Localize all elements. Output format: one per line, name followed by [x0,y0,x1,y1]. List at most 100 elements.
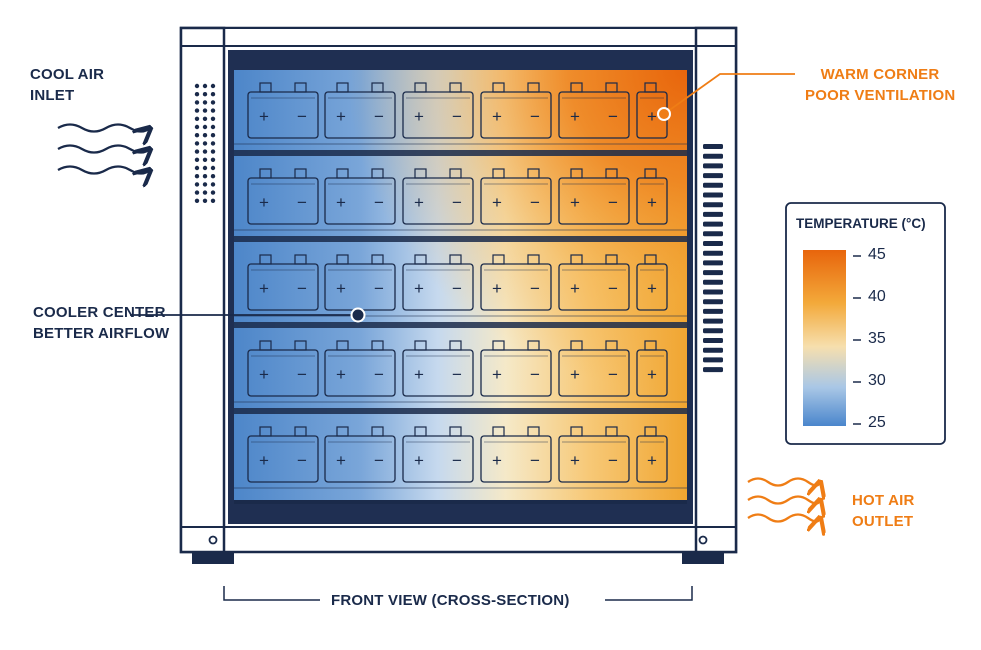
battery-terminal [336,340,349,351]
battery-terminal [259,168,272,179]
battery-terminal [294,340,307,351]
vent-dot [210,108,216,113]
plus-sign: + [647,279,657,298]
plus-sign: + [336,193,346,212]
battery: +− [480,426,552,483]
minus-sign: − [452,451,462,470]
plus-sign: + [336,107,346,126]
battery-body [247,263,319,311]
vent-slot [703,250,723,256]
minus-sign: − [297,107,307,126]
battery-body [558,91,630,139]
vent-dot [202,83,208,89]
vent-dot [210,83,216,89]
battery-terminal [449,340,462,351]
battery: +− [480,82,552,139]
battery-body [402,91,474,139]
battery: + [636,168,668,225]
battery-body [558,177,630,225]
battery-rows: +−+−+−+−+−++−+−+−+−+−++−+−+−+−+−++−+−+−+… [234,82,687,504]
minus-sign: − [530,365,540,384]
battery-terminal [527,254,540,265]
vent-dot [194,116,200,122]
vent-slot [703,241,723,246]
vent-dot [194,124,200,130]
legend-tick-label: 30 [868,372,886,389]
battery-terminal [414,426,427,437]
plus-sign: + [414,279,424,298]
vent-dot [194,157,200,162]
minus-sign: − [374,365,384,384]
battery-terminal [371,426,384,437]
battery: +− [558,254,630,311]
minus-sign: − [374,193,384,212]
vent-dot [202,198,208,203]
plus-sign: + [414,193,424,212]
minus-sign: − [374,107,384,126]
battery-body [480,435,552,483]
minus-sign: − [452,279,462,298]
minus-sign: − [452,365,462,384]
battery-terminal [492,254,505,265]
vent-slot [703,163,723,169]
battery-terminal [336,82,349,93]
battery-terminal [371,340,384,351]
battery-body [480,177,552,225]
heatmap-area [234,70,687,500]
vent-dot [210,92,216,97]
hot-air-outlet-line-2: OUTLET [852,513,914,530]
plus-sign: + [647,451,657,470]
minus-sign: − [608,279,618,298]
vent-dot [202,157,208,162]
battery-terminal [371,82,384,93]
battery: + [636,340,668,397]
plus-sign: + [414,107,424,126]
hot-air-arrows [747,479,820,522]
battery-terminal [570,254,583,265]
battery: +− [402,426,474,483]
battery: +− [402,254,474,311]
battery: +− [402,340,474,397]
battery-terminal [605,82,618,93]
vent-dot [202,149,208,154]
battery-terminal [336,254,349,265]
legend-color-bar [803,250,846,426]
battery-terminal [644,168,657,179]
cooler-center-line-2: BETTER AIRFLOW [33,325,170,342]
vent-dot [202,133,208,138]
battery-body [247,177,319,225]
minus-sign: − [452,107,462,126]
vent-dot [210,141,216,146]
battery: +− [324,426,396,483]
minus-sign: − [530,451,540,470]
vent-dot [194,108,200,113]
temperature-legend [785,202,946,445]
vent-dot [202,116,208,122]
plus-sign: + [259,107,269,126]
battery-terminal [371,168,384,179]
battery-body [402,177,474,225]
battery-terminal [492,340,505,351]
hot-air-outlet-label: HOT AIR OUTLET [852,490,915,532]
plus-sign: + [259,451,269,470]
shelf [234,322,687,328]
battery-terminal [371,254,384,265]
battery: +− [402,82,474,139]
battery-terminal [259,82,272,93]
vent-dot [210,198,216,203]
vent-dot [194,198,200,203]
battery-terminal [570,340,583,351]
intake-vent [194,83,216,203]
battery: +− [324,168,396,225]
plus-sign: + [492,193,502,212]
vent-dot [194,83,200,89]
minus-sign: − [608,193,618,212]
plus-sign: + [492,365,502,384]
vent-dot [210,116,216,122]
battery-terminal [294,254,307,265]
battery-terminal [527,426,540,437]
minus-sign: − [530,279,540,298]
legend-title: TEMPERATURE (°C) [796,216,926,231]
vent-slot [703,318,723,324]
plus-sign: + [414,451,424,470]
